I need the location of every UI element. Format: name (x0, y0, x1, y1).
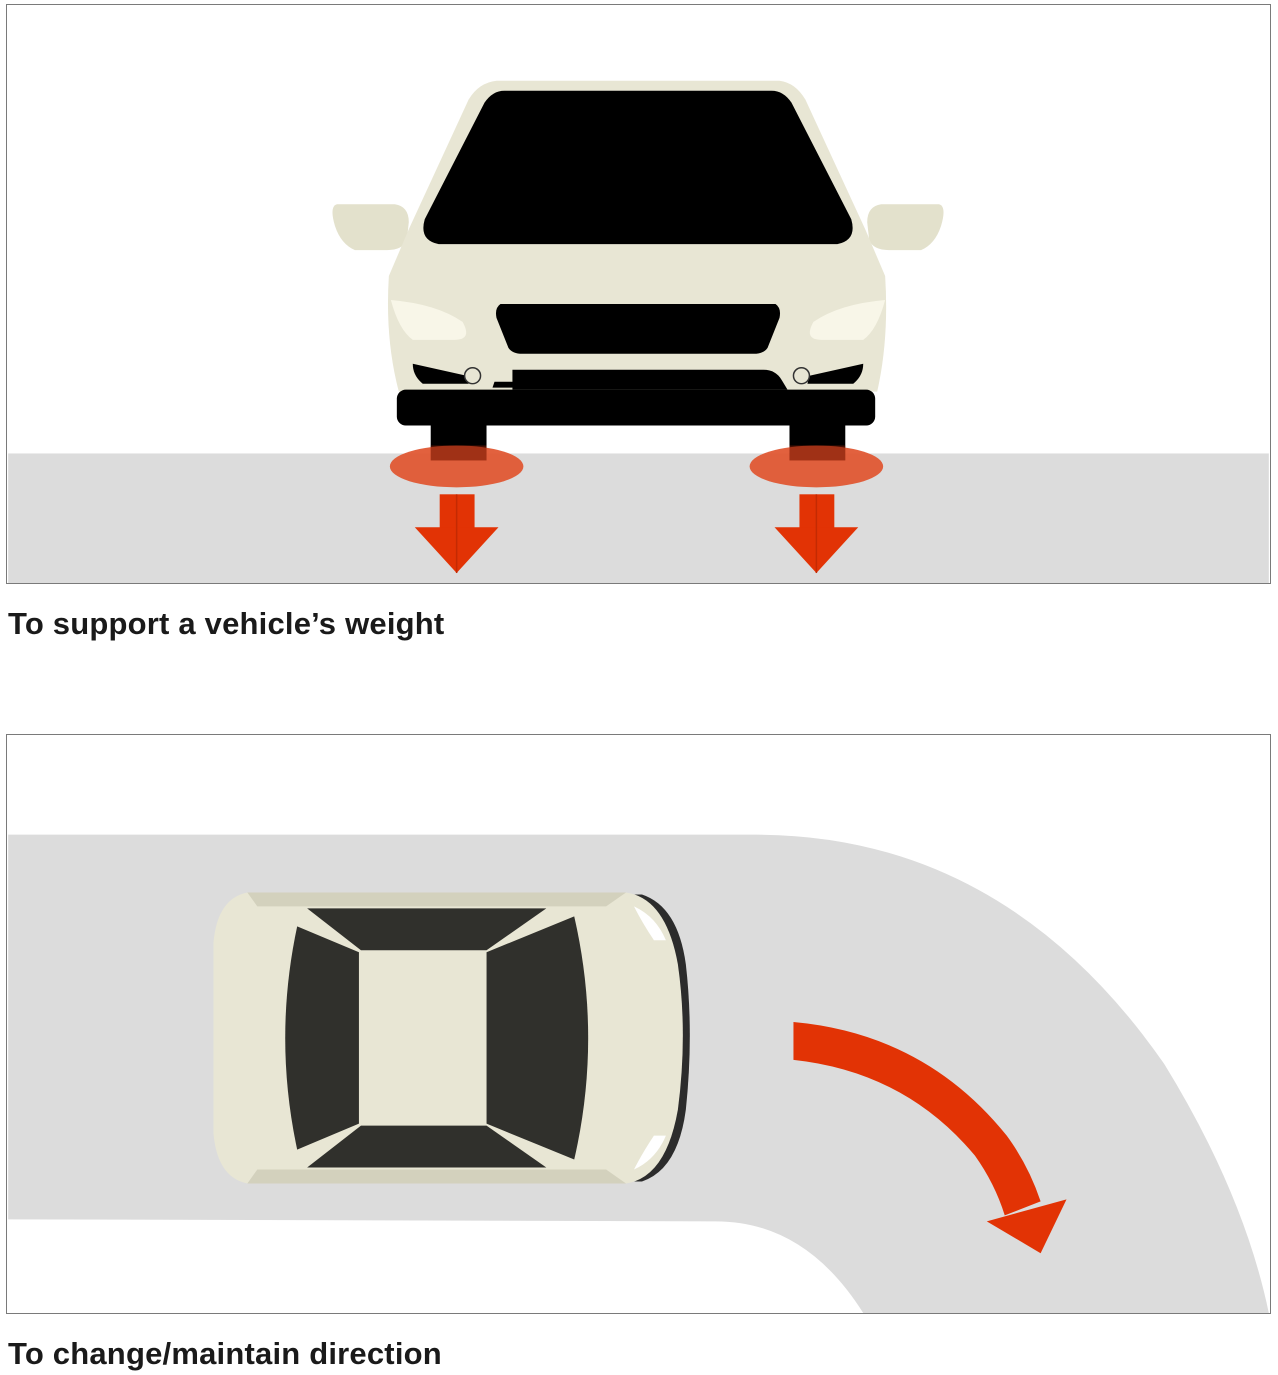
grille (495, 303, 781, 354)
windshield-top (486, 916, 589, 1160)
left-headlight (390, 299, 467, 340)
right-contact-patch (749, 445, 884, 488)
left-vent (412, 363, 469, 384)
windshield (423, 90, 853, 245)
direction-diagram (8, 834, 1269, 1313)
left-fog-light (463, 366, 482, 385)
rear-window (285, 926, 359, 1150)
direction-caption: To change/maintain direction (8, 1336, 442, 1371)
right-headlight (809, 299, 886, 340)
direction-diagram-panel (6, 734, 1271, 1314)
left-side-window (307, 908, 547, 951)
weight-diagram-panel (6, 4, 1271, 584)
weight-diagram (8, 80, 1269, 583)
right-mirror (867, 204, 944, 251)
left-mirror (332, 204, 409, 251)
road-surface (8, 453, 1269, 583)
right-fog-light (792, 366, 811, 385)
bumper (396, 389, 876, 426)
left-down-arrow-icon (414, 494, 499, 574)
car-top-icon (213, 892, 690, 1184)
right-vent (807, 363, 864, 384)
right-down-arrow-icon (774, 494, 859, 574)
weight-caption: To support a vehicle’s weight (8, 606, 445, 641)
car-front-icon (332, 80, 944, 461)
curved-arrow-icon (793, 1022, 1067, 1254)
roof (358, 952, 487, 1124)
right-side-window (307, 1125, 547, 1168)
left-contact-patch (389, 445, 524, 488)
